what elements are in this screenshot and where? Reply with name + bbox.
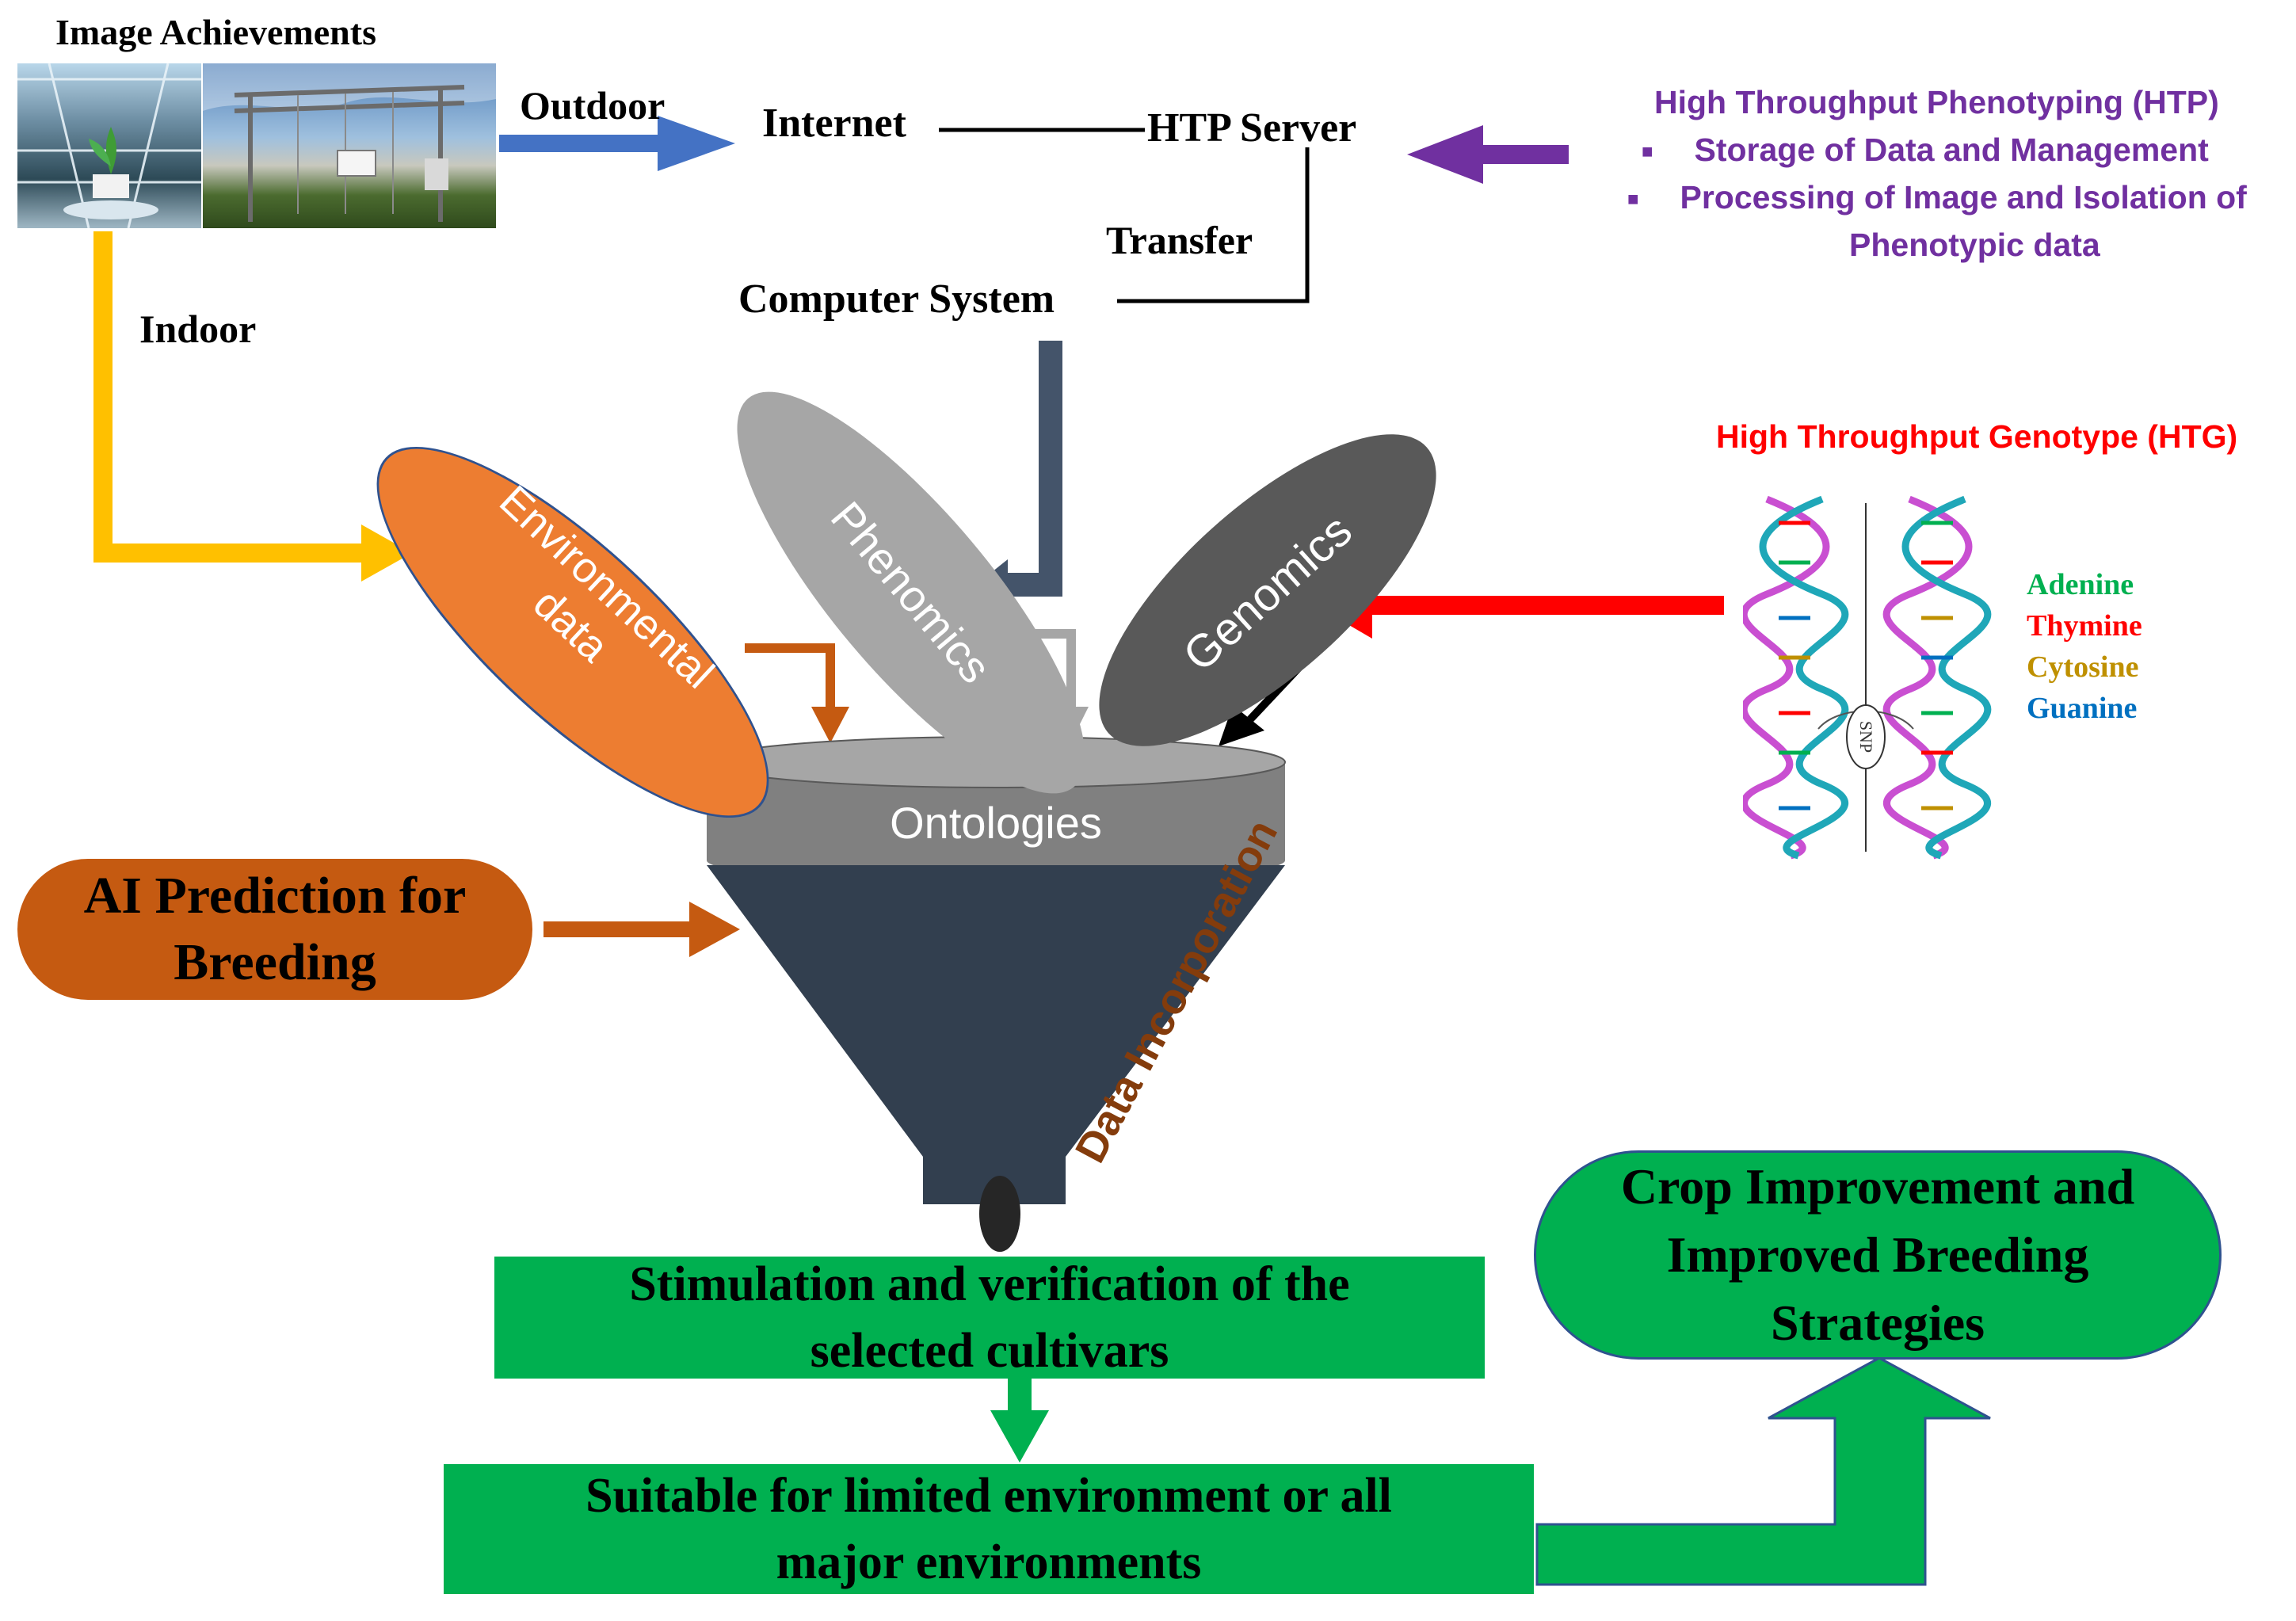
stimulation-line1: Stimulation and verification of the	[629, 1257, 1350, 1311]
htp-bullet-2: ■ Processing of Image and Isolation of	[1627, 179, 2247, 216]
htp-bullet-2-continued: Phenotypic data	[1849, 227, 2100, 263]
transfer-label: Transfer	[1106, 218, 1253, 262]
indoor-label: Indoor	[139, 307, 257, 351]
htp-bullet-1: ■ Storage of Data and Management	[1642, 132, 2209, 169]
ontologies-label: Ontologies	[890, 798, 1102, 848]
htp-server-label: HTP Server	[1147, 105, 1357, 151]
stimulation-box: Stimulation and verification of the sele…	[494, 1257, 1485, 1379]
adenine-label: Adenine	[2027, 568, 2134, 601]
stimulation-line2: selected cultivars	[810, 1324, 1169, 1378]
ai-line2: Breeding	[174, 933, 376, 991]
image-achievements-title: Image Achievements	[55, 12, 376, 52]
htp-arrow	[1407, 125, 1569, 184]
funnel	[706, 736, 1286, 1252]
suitable-line1: Suitable for limited environment or all	[585, 1469, 1392, 1523]
dna-helix-graphic: SNP	[1743, 495, 1992, 860]
server-computer-line	[1117, 147, 1310, 303]
stimulation-to-suitable-arrow	[990, 1379, 1049, 1463]
environmental-to-funnel-arrow	[745, 643, 849, 743]
htp-bullet-2-text: Processing of Image and Isolation of	[1680, 179, 2247, 215]
crop-line2: Improved Breeding	[1666, 1226, 2089, 1283]
greenhouse-photo	[17, 63, 201, 228]
suitable-to-crop-arrow	[1535, 1356, 1991, 1586]
indoor-arrow	[93, 231, 412, 582]
bullet-icon: ■	[1642, 141, 1653, 163]
suitable-line2: major environments	[776, 1535, 1202, 1589]
cytosine-label: Cytosine	[2027, 650, 2139, 684]
ai-line1: AI Prediction for	[83, 867, 467, 925]
suitable-box: Suitable for limited environment or all …	[444, 1464, 1534, 1594]
guanine-label: Guanine	[2027, 692, 2138, 725]
ai-prediction-box: AI Prediction for Breeding	[17, 859, 532, 1000]
internet-label: Internet	[762, 101, 906, 146]
crop-improvement-box: Crop Improvement and Improved Breeding S…	[1534, 1150, 2222, 1360]
field-gantry-photo	[203, 63, 496, 228]
htp-bullet-1-text: Storage of Data and Management	[1694, 132, 2209, 168]
snp-label: SNP	[1856, 721, 1876, 753]
htg-title: High Throughput Genotype (HTG)	[1716, 418, 2238, 455]
crop-line3: Strategies	[1770, 1295, 1985, 1351]
htp-title: High Throughput Phenotyping (HTP)	[1654, 84, 2219, 120]
bullet-icon: ■	[1627, 189, 1639, 211]
computer-system-label: Computer System	[738, 277, 1055, 322]
thymine-label: Thymine	[2027, 609, 2142, 643]
crop-line1: Crop Improvement and	[1620, 1158, 2135, 1215]
ai-arrow	[543, 902, 740, 957]
outdoor-arrow	[499, 116, 735, 171]
outdoor-label: Outdoor	[520, 83, 666, 128]
